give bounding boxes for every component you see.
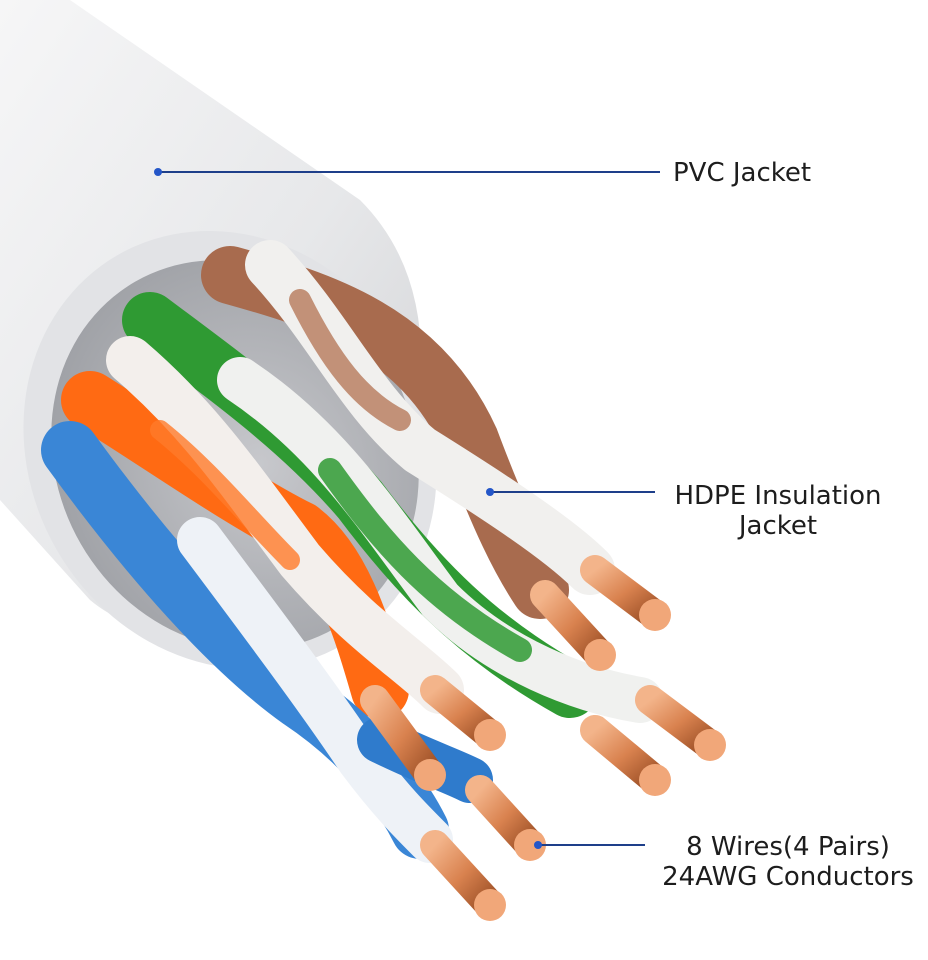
wires-line2: 24AWG Conductors: [662, 862, 914, 892]
hdpe-callout-line: [486, 488, 655, 496]
orange-pair: [61, 336, 464, 719]
wires-line1: 8 Wires(4 Pairs): [686, 832, 890, 862]
hdpe-insulation-label: HDPE Insulation Jacket: [662, 481, 894, 541]
callout-lines: [154, 168, 660, 849]
brown-pair: [201, 240, 615, 619]
wires-label: 8 Wires(4 Pairs) 24AWG Conductors: [648, 832, 928, 892]
hdpe-line2: Jacket: [738, 511, 818, 541]
hdpe-line1: HDPE Insulation: [674, 481, 882, 511]
wires-callout-line: [534, 841, 645, 849]
copper-conductors: [360, 555, 726, 921]
pvc-jacket-text: PVC Jacket: [673, 158, 812, 188]
pvc-callout-line: [154, 168, 660, 176]
pvc-jacket-label: PVC Jacket: [673, 158, 811, 188]
green-pair: [122, 292, 663, 723]
